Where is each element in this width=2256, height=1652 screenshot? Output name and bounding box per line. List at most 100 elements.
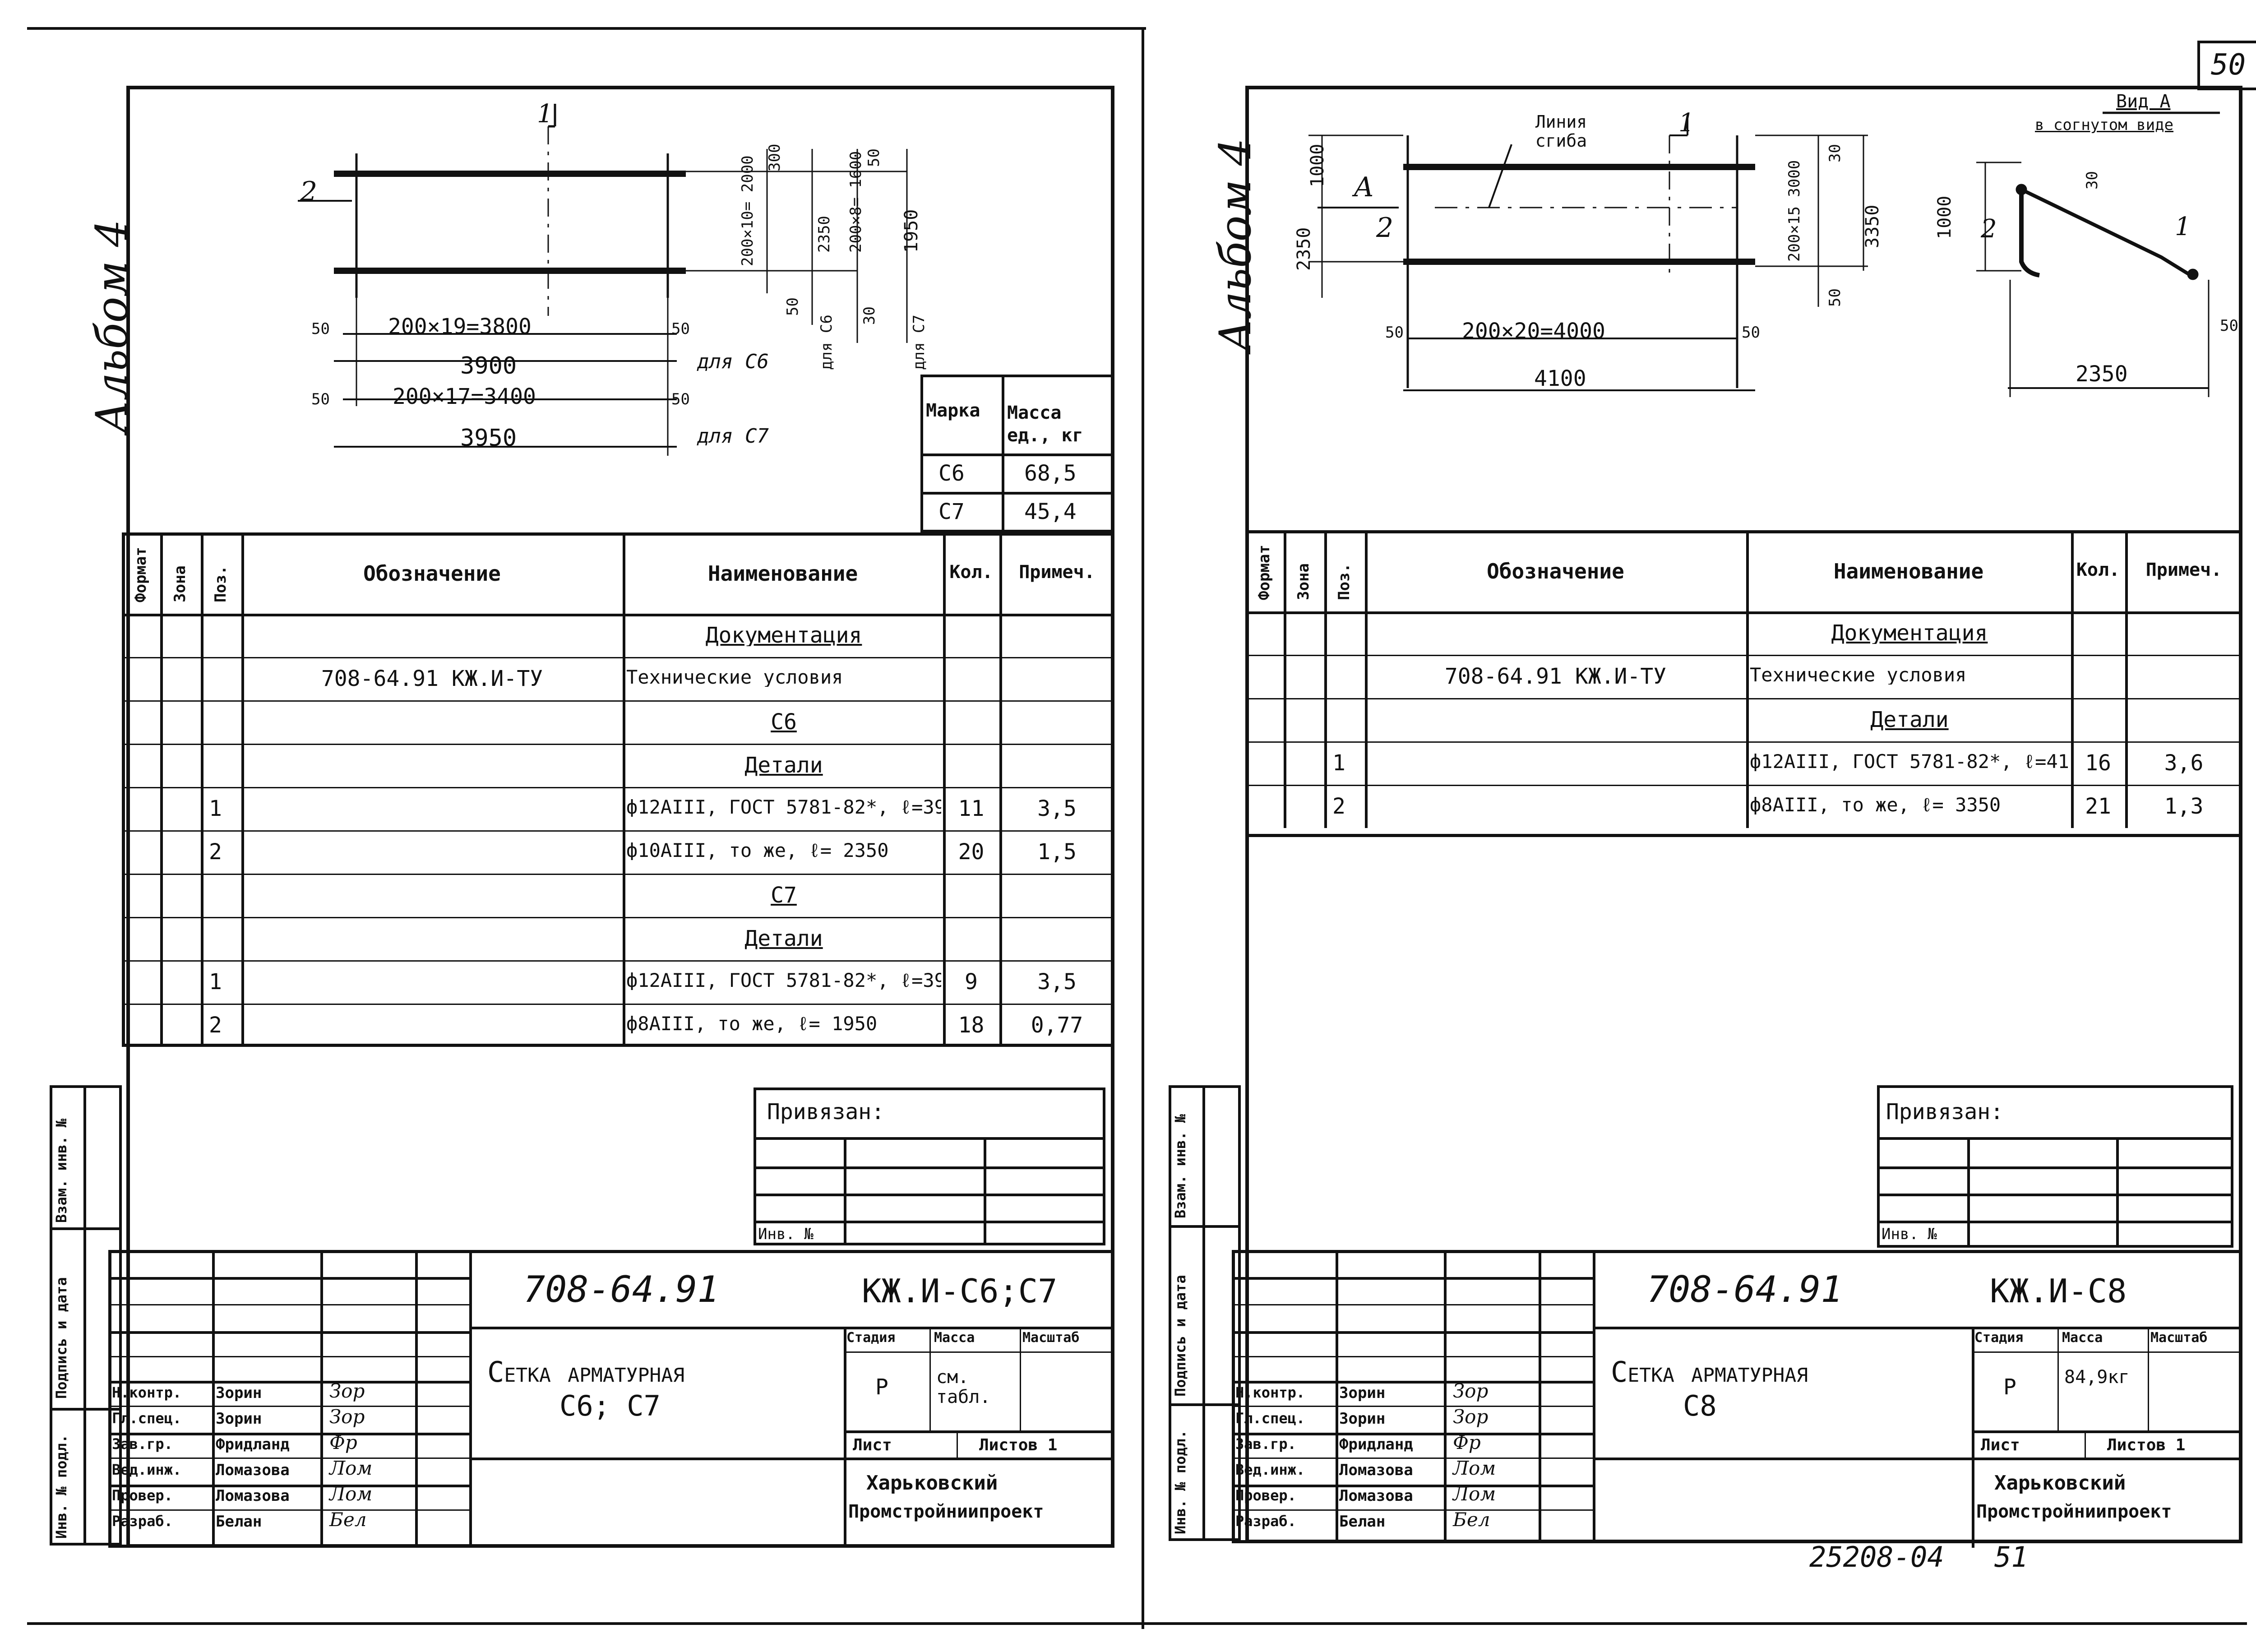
- tb-stage-col2: [1020, 1327, 1021, 1430]
- spec-row-divider: [122, 787, 1114, 788]
- spec-row-divider: [122, 917, 1114, 918]
- tb-doc-title: Сетка арматурная: [487, 1356, 685, 1388]
- right-side-label-2: Подпись и дата: [1172, 1275, 1189, 1397]
- tb-signature: Бел: [329, 1509, 367, 1531]
- spec-name: Детали: [744, 754, 823, 776]
- spec-col-divider: [1746, 530, 1749, 828]
- spec-qty: 20: [958, 839, 985, 865]
- tb-doc-code: 708-64.91: [1647, 1268, 1843, 1310]
- tb-signature: Лом: [329, 1457, 373, 1479]
- footer-page: 51: [1994, 1541, 2028, 1573]
- left-mark-1: 1: [537, 99, 553, 129]
- right-spec-table: [1245, 530, 2242, 837]
- tb-staff-right: [1593, 1250, 1595, 1543]
- right-priv-col-1: [1967, 1137, 1970, 1248]
- tb-staff-row: [1232, 1406, 1593, 1407]
- left-mass-r1-mark: С6: [938, 461, 965, 486]
- spec-col-divider: [943, 532, 946, 1047]
- spec-col-divider: [623, 532, 625, 1047]
- tb-org2: Промстройниипроект: [848, 1501, 1044, 1522]
- left-priv-col-2: [984, 1137, 986, 1245]
- spec-col-divider: [201, 532, 203, 1047]
- left-privyazan: Привязан:: [767, 1099, 885, 1124]
- right-side-2350: 2350: [2076, 361, 2128, 387]
- spec-name: Документация: [1831, 622, 1988, 644]
- spec-col-divider: [1324, 530, 1327, 828]
- spec-name: Детали: [744, 928, 823, 949]
- spec-name: Технические условия: [1750, 666, 1967, 685]
- spec-pos: 2: [209, 839, 222, 865]
- tb-mass: 84,9кг: [2064, 1367, 2130, 1388]
- tb-sheets: Листов 1: [2107, 1436, 2186, 1454]
- spec-col-divider: [241, 532, 244, 1047]
- bottom-border-line: [27, 1622, 2247, 1625]
- tb-staff-col: [1336, 1250, 1338, 1543]
- right-priv-line-1: [1877, 1137, 2233, 1140]
- tb-stage-left: [1972, 1327, 1974, 1548]
- right-dim-1000: 1000: [1307, 143, 1328, 187]
- left-priv-line-1: [754, 1137, 1105, 1140]
- tb-signature: Зор: [329, 1380, 365, 1402]
- left-dim-top-b: 200×17=3400: [393, 384, 536, 409]
- tb-staff-row: [1232, 1381, 1593, 1384]
- spec-name: С6: [771, 711, 797, 733]
- tb-staff-row: [108, 1356, 469, 1357]
- tb-signature: Зор: [1453, 1406, 1489, 1428]
- tb-staff-row: [1232, 1485, 1593, 1487]
- spec-note: 1,3: [2164, 794, 2204, 819]
- right-side-mark-1: 1: [2175, 212, 2191, 241]
- tb-name: Зорин: [216, 1410, 262, 1428]
- left-edge-50-a: 50: [311, 320, 330, 338]
- right-dim-top: 200×20=4000: [1462, 319, 1605, 344]
- spec-name: Документация: [705, 625, 862, 646]
- tb-signature: Зор: [329, 1406, 365, 1428]
- spec-row-divider: [1245, 698, 2242, 699]
- spec-row-divider: [122, 960, 1114, 962]
- left-priv-line-3: [754, 1194, 1105, 1196]
- tb-name: Ломазова: [1339, 1487, 1413, 1505]
- tb-name: Ломазова: [216, 1461, 290, 1479]
- spec-row-divider: [1245, 785, 2242, 786]
- tb-signature: Лом: [1453, 1483, 1496, 1505]
- tb-stage-col1: [929, 1327, 931, 1430]
- tb-stage: Р: [875, 1374, 888, 1400]
- tb-org1: Харьковский: [866, 1472, 998, 1495]
- right-inv-no: Инв. №: [1882, 1225, 1937, 1243]
- tb-staff-row: [108, 1304, 469, 1305]
- left-side-strip-h2: [50, 1408, 122, 1411]
- spec-note: 3,6: [2164, 750, 2204, 776]
- right-priv-line-4: [1877, 1221, 2233, 1223]
- tb-staff-col: [1444, 1250, 1447, 1543]
- left-mass-row-divider-2: [920, 492, 1114, 495]
- tb-name: Ломазова: [216, 1487, 290, 1505]
- tb-code-divider: [469, 1327, 1114, 1329]
- tb-stage-bottom: [1972, 1430, 2242, 1433]
- tb-staff-col: [320, 1250, 323, 1548]
- spec-name: Детали: [1870, 709, 1949, 731]
- spec-pos: 1: [209, 969, 222, 995]
- tb-name: Зорин: [1339, 1410, 1386, 1428]
- spec-name: ф10АIII, то же, ℓ= 2350: [626, 841, 889, 860]
- tb-role: Гл.спец.: [1235, 1410, 1305, 1427]
- spec-designation: 708-64.91 КЖ.И-ТУ: [321, 666, 543, 691]
- tb-role: Разраб.: [1235, 1513, 1296, 1530]
- right-side-50: 50: [2220, 317, 2238, 335]
- left-dim-top-a: 200×19=3800: [388, 314, 532, 339]
- right-priv-line-3: [1877, 1194, 2233, 1196]
- tb-stage-col2: [2148, 1327, 2149, 1430]
- spec-qty: 11: [958, 796, 985, 821]
- left-spec-table: [122, 532, 1114, 1047]
- spec-name: ф12АIII, ГОСТ 5781-82*, ℓ=3950: [626, 971, 941, 990]
- tb-stage-header-line: [844, 1351, 1114, 1353]
- tb-doc-sub: С8: [1683, 1389, 1717, 1422]
- right-side-strip-h1: [1169, 1225, 1241, 1228]
- tb-signature: Зор: [1453, 1380, 1489, 1402]
- left-inv-no: Инв. №: [758, 1225, 814, 1243]
- tb-org1: Харьковский: [1994, 1472, 2126, 1495]
- tb-sheet-col: [957, 1430, 958, 1458]
- right-side-1000: 1000: [1934, 195, 1955, 239]
